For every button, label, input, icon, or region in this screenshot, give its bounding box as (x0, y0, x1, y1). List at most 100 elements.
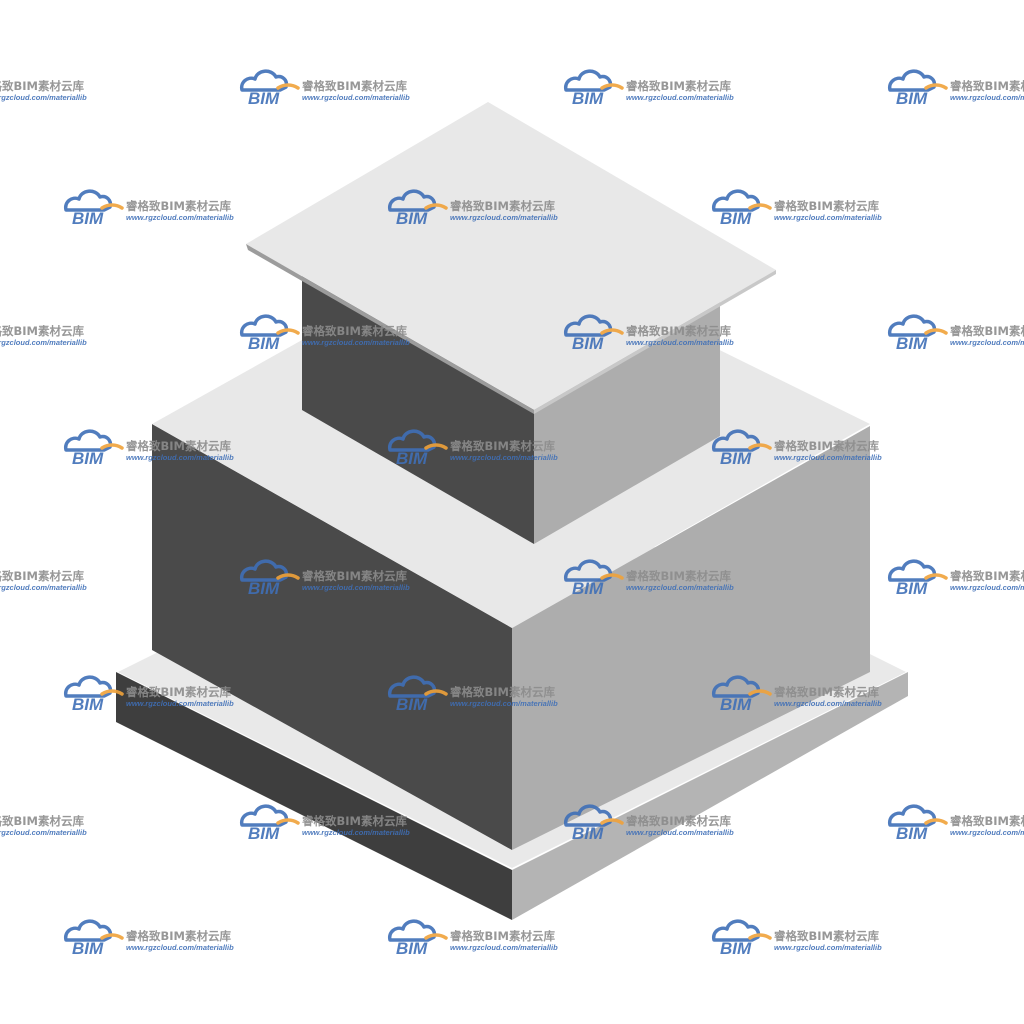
watermark-tile: BIM睿格致BIM素材云库www.rgzcloud.com/materialli… (387, 919, 558, 958)
watermark-logo-text: BIM (248, 334, 280, 353)
watermark-title: 睿格致BIM素材云库 (302, 324, 407, 338)
watermark-title: 睿格致BIM素材云库 (450, 199, 555, 213)
watermark-title: 睿格致BIM素材云库 (450, 439, 555, 453)
watermark-url: www.rgzcloud.com/materiallib (450, 699, 558, 708)
watermark-tile: BIM 睿格致BIM素材云库www.rgzcloud.com/materialli… (63, 189, 234, 228)
watermark-tile: BIM 睿格致BIM素材云库www.rgzcloud.com/materialli… (887, 559, 1024, 598)
watermark-logo-text: BIM (720, 449, 752, 468)
watermark-url: www.rgzcloud.com/materiallib (450, 213, 558, 222)
watermark-logo-text: BIM (248, 824, 280, 843)
watermark-logo-text: BIM (896, 334, 928, 353)
watermark-url: www.rgzcloud.com/materiallib (774, 943, 882, 952)
watermark-url: www.rgzcloud.com/materiallib (0, 583, 87, 592)
watermark-logo-text: BIM (896, 89, 928, 108)
top-block-left-face (302, 262, 534, 544)
watermark-title: 睿格致BIM素材云库 (774, 685, 879, 699)
watermark-title: 睿格致BIM素材云库 (950, 569, 1024, 583)
watermark-url: www.rgzcloud.com/materiallib (302, 93, 410, 102)
watermark-tile: BIM睿格致BIM素材云库www.rgzcloud.com/materialli… (887, 69, 1024, 108)
watermark-title: 睿格致BIM素材云库 (126, 929, 231, 943)
watermark-tile: BIM睿格致BIM素材云库www.rgzcloud.com/materialli… (563, 69, 734, 108)
watermark-tile: BIM 睿格致BIM素材云库www.rgzcloud.com/materialli… (711, 429, 882, 468)
watermark-url: www.rgzcloud.com/materiallib (950, 828, 1024, 837)
watermark-layer: BIM睿格致BIM素材云库www.rgzcloud.com/materialli… (0, 69, 1024, 958)
watermark-title: 睿格致BIM素材云库 (302, 79, 407, 93)
watermark-url: www.rgzcloud.com/materiallib (126, 213, 234, 222)
watermark-url: www.rgzcloud.com/materiallib (0, 828, 87, 837)
watermark-url: www.rgzcloud.com/materiallib (950, 583, 1024, 592)
watermark-tile: BIM 睿格致BIM素材云库www.rgzcloud.com/materialli… (387, 189, 558, 228)
watermark-logo-text: BIM (396, 695, 428, 714)
watermark-url: www.rgzcloud.com/materiallib (126, 943, 234, 952)
watermark-title: 睿格致BIM素材云库 (950, 324, 1024, 338)
watermark-logo-text: BIM (896, 579, 928, 598)
watermark-logo-text: BIM (720, 209, 752, 228)
watermark-tile: BIM睿格致BIM素材云库www.rgzcloud.com/materialli… (0, 79, 87, 102)
watermark-logo-text: BIM (72, 449, 104, 468)
watermark-title: 睿格致BIM素材云库 (774, 929, 879, 943)
watermark-tile: BIM睿格致BIM素材云库www.rgzcloud.com/materialli… (0, 324, 87, 347)
watermark-logo-text: BIM (396, 449, 428, 468)
watermark-title: 睿格致BIM素材云库 (950, 814, 1024, 828)
watermark-tile: BIM 睿格致BIM素材云库www.rgzcloud.com/materialli… (63, 919, 234, 958)
watermark-url: www.rgzcloud.com/materiallib (302, 583, 410, 592)
watermark-url: www.rgzcloud.com/materiallib (126, 699, 234, 708)
watermark-title: 睿格致BIM素材云库 (126, 439, 231, 453)
watermark-url: www.rgzcloud.com/materiallib (0, 338, 87, 347)
base-slab-left-face (116, 672, 512, 920)
watermark-url: www.rgzcloud.com/materiallib (774, 213, 882, 222)
watermark-logo-text: BIM (72, 695, 104, 714)
watermark-tile: BIM睿格致BIM素材云库www.rgzcloud.com/materialli… (0, 569, 87, 592)
watermark-url: www.rgzcloud.com/materiallib (302, 338, 410, 347)
watermark-title: 睿格致BIM素材云库 (126, 685, 231, 699)
watermark-tile: BIM 睿格致BIM素材云库www.rgzcloud.com/materialli… (387, 429, 558, 468)
watermark-url: www.rgzcloud.com/materiallib (950, 338, 1024, 347)
watermark-logo-text: BIM (396, 209, 428, 228)
watermark-tile: BIM 睿格致BIM素材云库www.rgzcloud.com/materialli… (711, 189, 882, 228)
watermark-url: www.rgzcloud.com/materiallib (774, 453, 882, 462)
watermark-tile: BIM 睿格致BIM素材云库www.rgzcloud.com/materialli… (239, 804, 410, 843)
watermark-tile: BIM 睿格致BIM素材云库www.rgzcloud.com/materialli… (563, 314, 734, 353)
watermark-url: www.rgzcloud.com/materiallib (450, 453, 558, 462)
middle-block-right-face (512, 426, 870, 850)
watermark-logo-text: BIM (572, 579, 604, 598)
watermark-tile: BIM睿格致BIM素材云库www.rgzcloud.com/materialli… (387, 675, 558, 714)
watermark-tile: BIM睿格致BIM素材云库www.rgzcloud.com/materialli… (563, 804, 734, 843)
watermark-tile: BIM 睿格致BIM素材云库www.rgzcloud.com/materialli… (239, 69, 410, 108)
top-cap-plate (246, 102, 776, 410)
base-slab-right-face (512, 672, 908, 920)
watermark-tile: BIM睿格致BIM素材云库www.rgzcloud.com/materialli… (0, 814, 87, 837)
watermark-title: 睿格致BIM素材云库 (626, 569, 731, 583)
watermark-title: 睿格致BIM素材云库 (774, 439, 879, 453)
watermark-logo-text: BIM (72, 939, 104, 958)
watermark-tile: BIM 睿格致BIM素材云库www.rgzcloud.com/materialli… (239, 314, 410, 353)
watermark-tile: BIM睿格致BIM素材云库www.rgzcloud.com/materialli… (239, 559, 410, 598)
watermark-logo-text: BIM (72, 209, 104, 228)
watermark-title: 睿格致BIM素材云库 (126, 199, 231, 213)
watermark-tile: BIM 睿格致BIM素材云库www.rgzcloud.com/materialli… (63, 429, 234, 468)
watermark-title: 睿格致BIM素材云库 (302, 814, 407, 828)
watermark-title: 睿格致BIM素材云库 (0, 324, 84, 338)
watermark-title: 睿格致BIM素材云库 (626, 324, 731, 338)
watermark-url: www.rgzcloud.com/materiallib (626, 828, 734, 837)
watermark-url: www.rgzcloud.com/materiallib (626, 583, 734, 592)
watermark-url: www.rgzcloud.com/materiallib (0, 93, 87, 102)
top-block-right-face (534, 284, 720, 544)
watermark-logo-text: BIM (572, 334, 604, 353)
watermark-url: www.rgzcloud.com/materiallib (950, 93, 1024, 102)
watermark-tile: BIM 睿格致BIM素材云库www.rgzcloud.com/materialli… (63, 675, 234, 714)
watermark-title: 睿格致BIM素材云库 (450, 929, 555, 943)
watermark-tile: BIM 睿格致BIM素材云库www.rgzcloud.com/materialli… (563, 559, 734, 598)
watermark-url: www.rgzcloud.com/materiallib (302, 828, 410, 837)
watermark-url: www.rgzcloud.com/materiallib (126, 453, 234, 462)
watermark-tile: BIM睿格致BIM素材云库www.rgzcloud.com/materialli… (711, 675, 882, 714)
watermark-url: www.rgzcloud.com/materiallib (626, 338, 734, 347)
watermark-logo-text: BIM (720, 695, 752, 714)
watermark-title: 睿格致BIM素材云库 (774, 199, 879, 213)
watermark-logo-text: BIM (248, 89, 280, 108)
watermark-logo-text: BIM (248, 579, 280, 598)
watermark-logo-text: BIM (572, 89, 604, 108)
watermark-tile: BIM睿格致BIM素材云库www.rgzcloud.com/materialli… (887, 804, 1024, 843)
top-block (246, 102, 776, 544)
